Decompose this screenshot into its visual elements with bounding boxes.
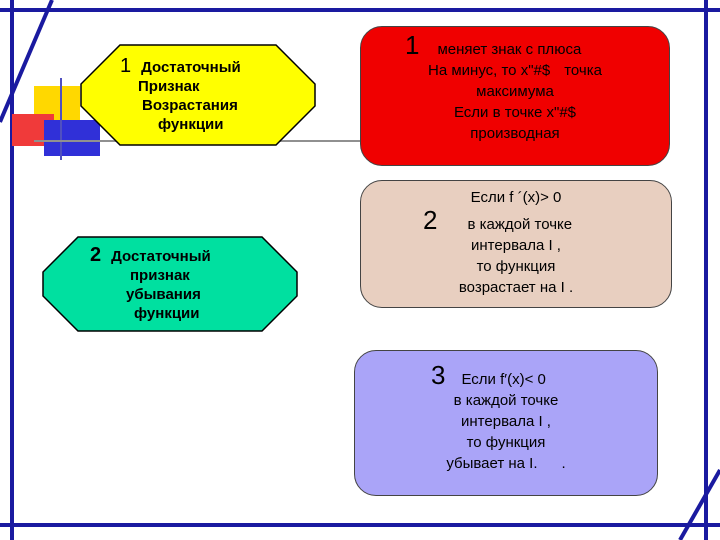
box5-line5: убывает на I.	[446, 455, 538, 472]
box3-line2: На минус, то х"#$	[428, 62, 551, 79]
box5-line5b: .	[561, 455, 566, 472]
decreasing-criterion-box: 2 Достаточный признак убывания функции	[42, 236, 298, 332]
box5-line3: интервала I ,	[461, 413, 551, 430]
box1-line4: функции	[158, 115, 224, 133]
box5-line2: в каждой точке	[453, 392, 559, 409]
box2-line4: функции	[134, 304, 200, 322]
box3-line2b: точка	[564, 62, 602, 79]
box1-line1: Достаточный	[141, 58, 241, 76]
box4-line3: интервала I ,	[471, 237, 561, 254]
box2-line1: Достаточный	[111, 247, 211, 265]
box2-number: 2	[90, 243, 102, 266]
maximum-point-box: 1 меняет знак с плюса На минус, то х"#$ то…	[360, 26, 670, 166]
box4-line4: то функция	[476, 258, 556, 275]
deco-vertical-line	[60, 78, 62, 160]
increasing-criterion-box: 1 Достаточный Признак Возрастания функции	[80, 44, 316, 146]
deco-blue-square	[44, 120, 100, 156]
box4-number: 2	[423, 205, 438, 235]
box4-line2: в каждой точке	[467, 216, 573, 233]
teal-octagon-shape	[42, 236, 298, 332]
frame-top-line	[0, 8, 720, 12]
decreasing-condition-box: 3 Если f′(x)< 0 в каждой точке интервала …	[354, 350, 658, 496]
box1-line3: Возрастания	[142, 96, 238, 114]
frame-bottom-line	[0, 523, 720, 527]
box3-line1: меняет знак с плюса	[437, 41, 582, 58]
box3-line3: максимума	[476, 83, 554, 100]
box3-line5: производная	[470, 125, 560, 142]
box5-line4: то функция	[466, 434, 546, 451]
increasing-condition-box: Если f ´(x)> 0 2 в каждой точке интервала…	[360, 180, 672, 308]
yellow-octagon-shape	[80, 44, 316, 146]
frame-right-line	[704, 0, 708, 540]
box1-number: 1	[120, 54, 132, 77]
box3-line4: Если в точке х"#$	[453, 104, 577, 121]
box3-number: 1	[405, 30, 420, 60]
box1-line2: Признак	[138, 77, 200, 95]
box4-line1: Если f ´(x)> 0	[470, 189, 562, 206]
box2-line2: признак	[130, 266, 190, 284]
box2-line3: убывания	[126, 285, 201, 303]
frame-left-line	[10, 0, 14, 540]
box4-line5: возрастает на I .	[458, 279, 574, 296]
box5-number: 3	[431, 360, 446, 390]
box5-line1: Если f′(x)< 0	[461, 371, 546, 388]
